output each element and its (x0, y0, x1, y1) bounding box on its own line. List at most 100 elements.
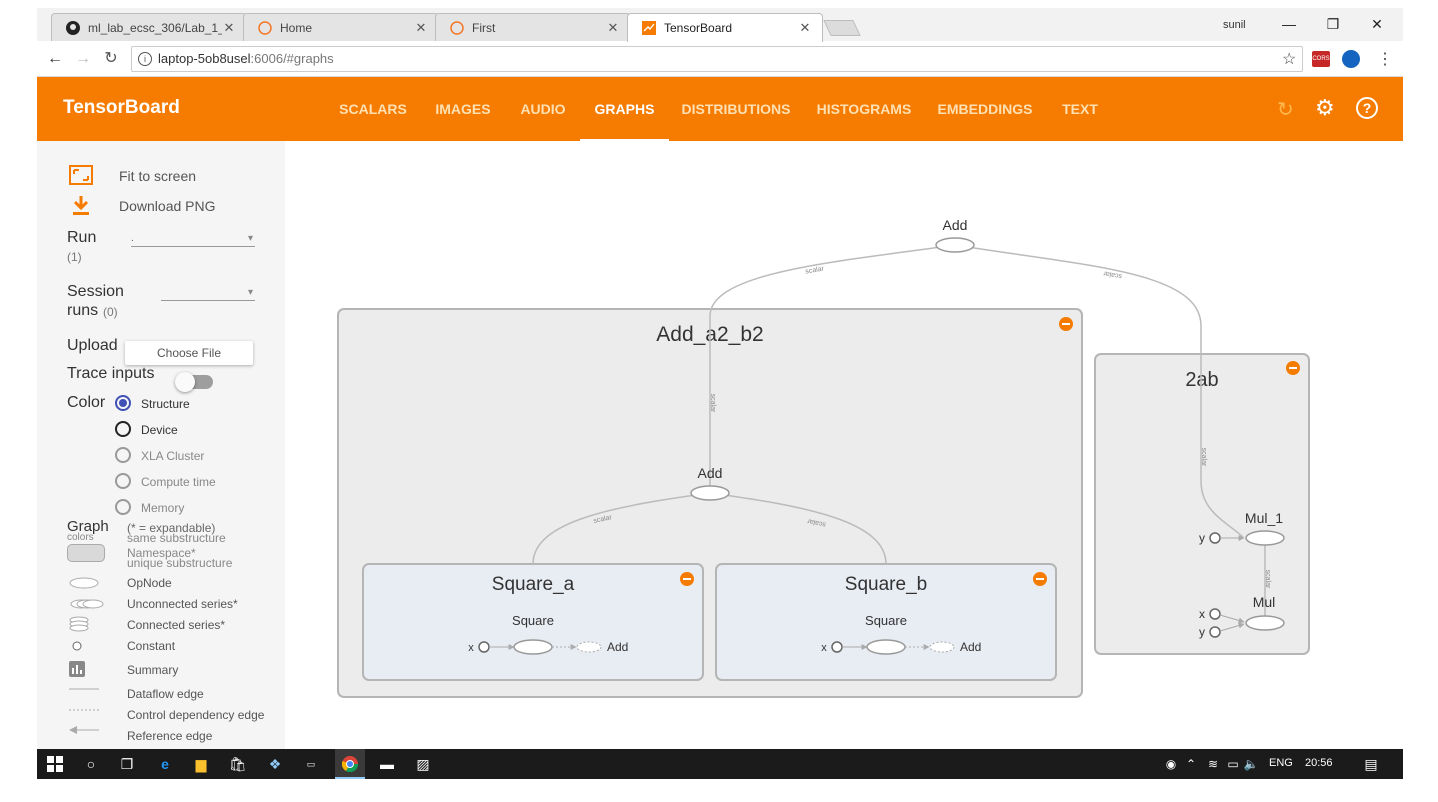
close-icon[interactable]: ✕ (415, 19, 427, 35)
radio-structure[interactable] (115, 395, 131, 411)
tab-github[interactable]: ml_lab_ecsc_306/Lab_1_A ✕ (51, 13, 247, 41)
inner-add-node[interactable] (690, 485, 730, 501)
window-close-icon[interactable]: ✕ (1371, 16, 1383, 32)
group-2ab-label: 2ab (1185, 369, 1218, 391)
tab-text[interactable]: TEXT (1062, 101, 1098, 117)
mul-1-constant-y[interactable] (1209, 532, 1221, 544)
bookmark-star-icon[interactable]: ☆ (1282, 51, 1297, 68)
help-icon[interactable]: ? (1356, 97, 1378, 119)
mul-1-label: Mul_1 (1245, 510, 1283, 526)
clock[interactable]: 20:56 (1305, 757, 1333, 769)
network-status-icon[interactable]: ◉ (1165, 757, 1177, 771)
square-b-op-node[interactable] (866, 639, 906, 655)
edge-2ab-to-add (954, 244, 1244, 538)
tab-home[interactable]: Home ✕ (243, 13, 439, 41)
jupyter-icon (258, 20, 272, 35)
tab-scalars[interactable]: SCALARS (339, 101, 407, 117)
chevron-up-icon[interactable]: ⌃ (1185, 757, 1197, 771)
fit-to-screen-icon[interactable] (69, 165, 93, 185)
square-a-constant-x[interactable] (478, 641, 490, 653)
dropbox-icon[interactable]: ❖ (268, 756, 282, 772)
session-label: Session (67, 283, 124, 300)
language-indicator[interactable]: ENG (1269, 757, 1293, 769)
search-icon[interactable]: ○ (86, 756, 96, 772)
tab-graphs[interactable]: GRAPHS (580, 77, 669, 141)
task-view-icon[interactable]: ❐ (120, 756, 134, 772)
run-dropdown[interactable]: . (131, 233, 255, 247)
graph-canvas[interactable]: Add_a2_b2 2ab Square_a Square x Add Squa… (285, 141, 1403, 749)
tab-distributions[interactable]: DISTRIBUTIONS (681, 101, 791, 117)
radio-compute-time[interactable] (115, 473, 131, 489)
tab-tensorboard[interactable]: TensorBoard ✕ (627, 13, 823, 42)
expandable-note: (* = expandable) (127, 521, 216, 535)
download-icon[interactable] (71, 195, 91, 215)
square-b-out-label: Add (960, 640, 981, 654)
menu-kebab-icon[interactable]: ⋮ (1377, 51, 1393, 68)
new-tab-button[interactable] (823, 20, 861, 36)
legend-unique-substructure: unique substructure (127, 556, 233, 570)
square-b-out-node[interactable] (929, 641, 955, 653)
info-icon[interactable]: i (138, 52, 152, 66)
group-2ab[interactable] (1094, 353, 1310, 655)
profile-name[interactable]: sunil (1223, 19, 1246, 31)
tab-audio[interactable]: AUDIO (520, 101, 566, 117)
mul-label: Mul (1253, 594, 1276, 610)
close-icon[interactable]: ✕ (223, 19, 235, 35)
file-explorer-icon[interactable]: ▆ (195, 756, 207, 772)
forward-icon[interactable]: → (75, 50, 91, 67)
photos-icon[interactable]: ▨ (416, 756, 430, 772)
volume-icon[interactable]: 🔈 (1243, 757, 1259, 771)
refresh-icon[interactable]: ↻ (1277, 99, 1294, 121)
edge-browser-icon[interactable]: e (161, 756, 169, 772)
tensorboard-header: TensorBoard SCALARS IMAGES AUDIO GRAPHS … (37, 77, 1403, 141)
choose-file-button[interactable]: Choose File (125, 341, 253, 365)
wifi-icon[interactable]: ≋ (1207, 757, 1219, 771)
tab-histograms[interactable]: HISTOGRAMS (816, 101, 912, 117)
square-a-out-node[interactable] (576, 641, 602, 653)
session-count: (0) (103, 305, 118, 319)
mul-1-op-node[interactable] (1245, 530, 1285, 546)
square-b-constant-x[interactable] (831, 641, 843, 653)
close-icon[interactable]: ✕ (607, 19, 619, 35)
tab-title: TensorBoard (664, 21, 733, 35)
download-png-button[interactable]: Download PNG (119, 198, 216, 214)
mul-op-node[interactable] (1245, 615, 1285, 631)
tab-embeddings[interactable]: EMBEDDINGS (937, 101, 1033, 117)
back-icon[interactable]: ← (47, 50, 63, 67)
radio-device[interactable] (115, 421, 131, 437)
session-runs-dropdown[interactable] (161, 287, 255, 301)
address-bar[interactable]: i laptop-5ob8usel:6006/#graphs (131, 46, 1303, 72)
radio-memory[interactable] (115, 499, 131, 515)
close-icon[interactable]: ✕ (799, 20, 811, 35)
radio-xla-cluster[interactable] (115, 447, 131, 463)
notifications-icon[interactable]: ▤ (1364, 756, 1378, 772)
minimize-icon[interactable]: — (1282, 16, 1296, 32)
summary-legend-icon (69, 661, 85, 677)
trace-inputs-toggle[interactable] (175, 372, 213, 392)
collapse-square-a-icon[interactable] (680, 572, 694, 586)
cors-extension-icon[interactable]: CORS (1312, 51, 1330, 67)
collapse-add-a2-b2-icon[interactable] (1059, 317, 1073, 331)
mul-constant-y[interactable] (1209, 626, 1221, 638)
mul-constant-x[interactable] (1209, 608, 1221, 620)
fit-to-screen-button[interactable]: Fit to screen (119, 168, 197, 184)
tab-images[interactable]: IMAGES (435, 101, 491, 117)
window-app-icon[interactable]: ▬ (380, 756, 394, 772)
tab-first[interactable]: First ✕ (435, 13, 631, 41)
reload-icon[interactable]: ↻ (104, 50, 118, 67)
collapse-2ab-icon[interactable] (1286, 361, 1300, 375)
chrome-icon[interactable] (342, 756, 358, 772)
terminal-icon[interactable]: ▭ (306, 759, 316, 769)
windows-start-icon[interactable] (47, 756, 63, 772)
connected-series-icon (69, 616, 89, 632)
gear-icon[interactable]: ⚙ (1315, 95, 1335, 120)
collapse-square-b-icon[interactable] (1033, 572, 1047, 586)
edge-add-a2-b2-to-add (709, 244, 956, 486)
extension-icon[interactable] (1342, 50, 1360, 68)
store-icon[interactable]: 🛍 (229, 756, 247, 772)
square-a-op-node[interactable] (513, 639, 553, 655)
restore-icon[interactable]: ❐ (1326, 16, 1340, 32)
top-add-node[interactable] (935, 237, 975, 253)
unconnected-series-icon (70, 599, 104, 609)
battery-icon[interactable]: ▭ (1227, 757, 1239, 771)
